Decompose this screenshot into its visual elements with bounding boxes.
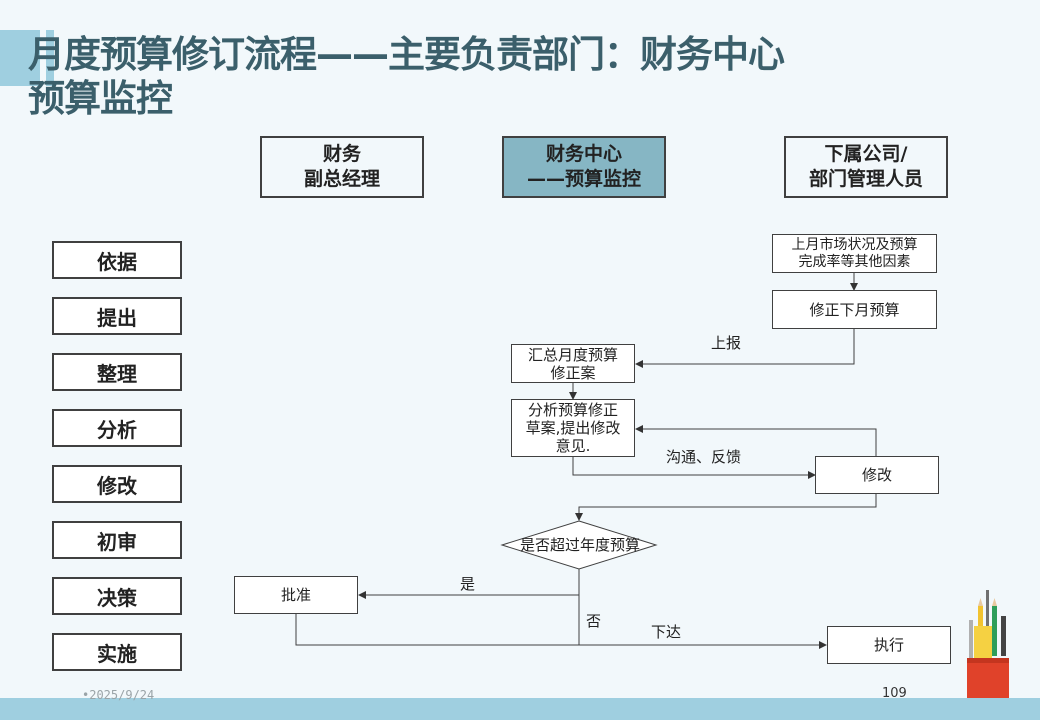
stage-implement: 实施 bbox=[52, 633, 182, 671]
stage-basis: 依据 bbox=[52, 241, 182, 279]
decision-node-label: 是否超过年度预算 bbox=[519, 536, 640, 554]
stage-organize: 整理 bbox=[52, 353, 182, 391]
pencil-cup-icon bbox=[967, 590, 1009, 700]
stage-preliminary-review: 初审 bbox=[52, 521, 182, 559]
edge-feedback bbox=[572, 457, 816, 479]
title-accent-square bbox=[0, 30, 40, 86]
footer-date: •2025/9/24 bbox=[82, 688, 155, 702]
node-summary-draft: 汇总月度预算 修正案 bbox=[511, 344, 635, 383]
title-accent-bar bbox=[46, 30, 54, 86]
page-number: 109 bbox=[882, 686, 907, 701]
page-title-line1: 月度预算修订流程——主要负责部门：财务中心 bbox=[28, 33, 785, 76]
node-execute: 执行 bbox=[827, 626, 951, 664]
edge-label-feedback: 沟通、反馈 bbox=[666, 448, 742, 466]
edge-issue bbox=[295, 614, 827, 649]
page-title-line2: 预算监控 bbox=[28, 77, 173, 120]
column-header-subsidiary: 下属公司/ 部门管理人员 bbox=[784, 136, 948, 198]
node-revise-next-month: 修正下月预算 bbox=[772, 290, 937, 329]
edge-label-yes: 是 bbox=[460, 575, 476, 593]
edge-report bbox=[635, 329, 855, 368]
node-approve: 批准 bbox=[234, 576, 358, 614]
edge-label-no: 否 bbox=[586, 612, 602, 630]
node-modify: 修改 bbox=[815, 456, 939, 494]
edge-modify-return bbox=[635, 425, 877, 456]
edge-modify-to-decision bbox=[575, 494, 877, 521]
node-analyze-draft: 分析预算修正 草案,提出修改 意见. bbox=[511, 399, 635, 457]
stage-decision: 决策 bbox=[52, 577, 182, 615]
node-basis: 上月市场状况及预算 完成率等其他因素 bbox=[772, 234, 937, 273]
column-header-finance-vp: 财务 副总经理 bbox=[260, 136, 424, 198]
edge-label-report: 上报 bbox=[711, 334, 742, 352]
stage-modify: 修改 bbox=[52, 465, 182, 503]
stage-propose: 提出 bbox=[52, 297, 182, 335]
stage-analyze: 分析 bbox=[52, 409, 182, 447]
column-header-finance-center: 财务中心 ——预算监控 bbox=[502, 136, 666, 198]
footer-bar bbox=[0, 698, 1040, 720]
edge-label-issue: 下达 bbox=[651, 623, 682, 641]
